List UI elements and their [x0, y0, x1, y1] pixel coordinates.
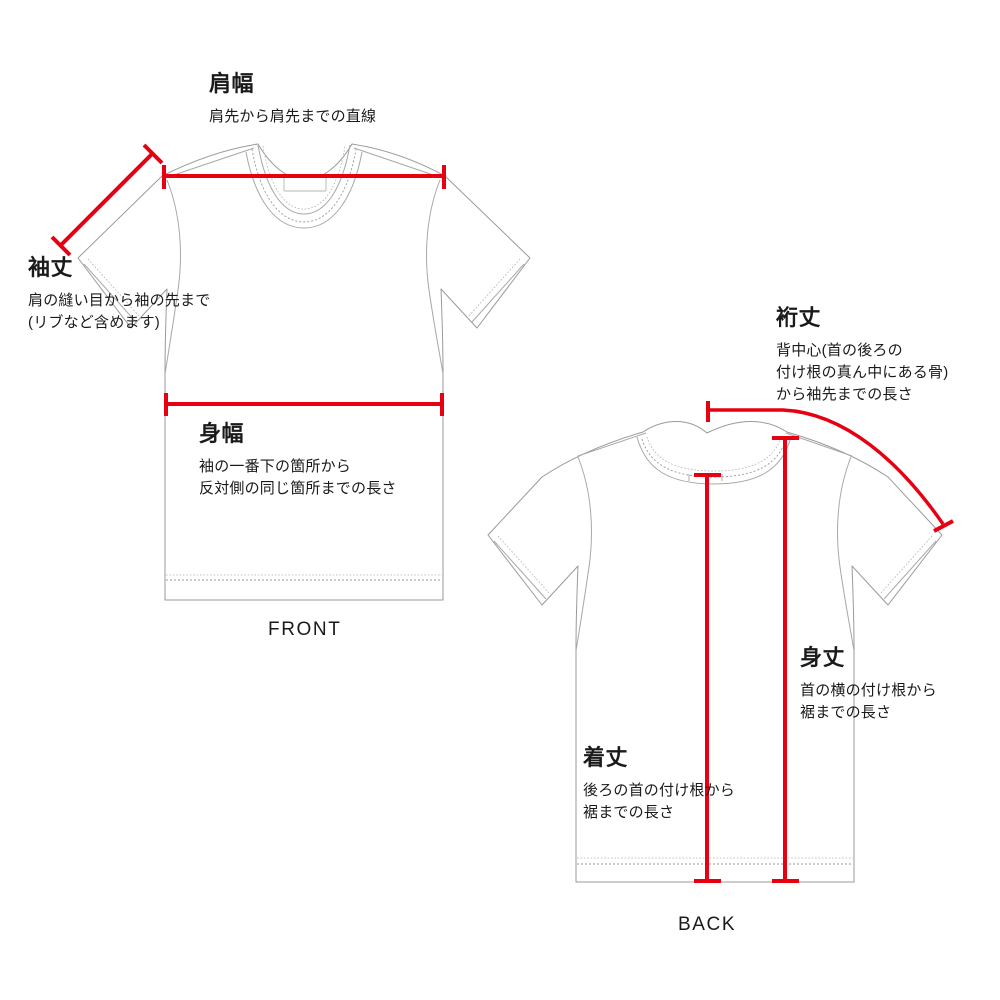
back-left-sleeve-stitch — [497, 535, 551, 595]
garment-length-description-line2: 裾までの長さ — [583, 804, 675, 821]
front-right-shoulder-seam — [353, 147, 443, 179]
shoulder-width-title: 肩幅 — [209, 71, 255, 96]
sleeve-length-description-line2: (リブなど含めます) — [28, 314, 160, 331]
shoulder-width-measure — [162, 165, 446, 189]
sleeve-span-description-line3: から袖先までの長さ — [776, 386, 913, 403]
front-collar-stitch — [251, 148, 357, 223]
sleeve-span-title: 裄丈 — [776, 305, 822, 330]
back-view-caption: BACK — [678, 914, 737, 935]
back-shirt-outline — [487, 420, 943, 883]
back-left-sleeve-hem — [493, 540, 547, 600]
shoulder-width-description: 肩先から肩先までの直線 — [209, 108, 377, 125]
front-shirt-outline — [77, 143, 531, 601]
body-length-description-line1: 首の横の付け根から — [800, 682, 937, 699]
back-right-sleeve-hem — [883, 540, 937, 600]
back-collar-outer — [636, 436, 792, 485]
garment-length-measure — [694, 473, 721, 883]
front-view-caption: FRONT — [268, 619, 342, 640]
back-left-armhole-seam — [575, 456, 592, 652]
body-length-measure — [772, 436, 799, 883]
front-collar-outer — [245, 151, 363, 229]
sleeve-span-description-line2: 付け根の真ん中にある骨) — [776, 364, 949, 381]
back-right-sleeve-stitch — [879, 535, 933, 595]
front-left-armhole-seam — [164, 179, 181, 375]
front-collar-inner — [257, 144, 351, 215]
garment-length-title: 着丈 — [583, 745, 629, 770]
body-width-description-line1: 袖の一番下の箇所から — [199, 458, 352, 475]
sleeve-length-measure — [50, 143, 164, 257]
back-right-armhole-seam — [837, 456, 855, 652]
body-width-measure — [164, 393, 444, 416]
back-collar-stitch — [641, 438, 787, 478]
front-left-shoulder-seam — [164, 147, 255, 179]
sleeve-length-title: 袖丈 — [28, 255, 74, 280]
front-right-sleeve-stitch — [467, 258, 521, 318]
front-left-sleeve-hem — [83, 263, 137, 323]
body-width-title: 身幅 — [199, 421, 245, 446]
sleeve-span-measure — [706, 401, 954, 533]
body-width-description-line2: 反対側の同じ箇所までの長さ — [199, 480, 397, 497]
back-left-shoulder-seam — [577, 432, 647, 457]
sleeve-length-description-line1: 肩の縫い目から袖の先まで — [28, 292, 211, 309]
back-collar-stitch-inner — [646, 436, 782, 472]
front-right-sleeve-hem — [471, 263, 525, 323]
body-length-description-line2: 裾までの長さ — [800, 704, 892, 721]
garment-length-description-line1: 後ろの首の付け根から — [583, 782, 736, 799]
sleeve-span-description-line1: 背中心(首の後ろの — [776, 342, 903, 359]
body-length-title: 身丈 — [800, 645, 846, 670]
front-left-sleeve-stitch — [87, 258, 141, 318]
front-right-armhole-seam — [426, 179, 444, 375]
